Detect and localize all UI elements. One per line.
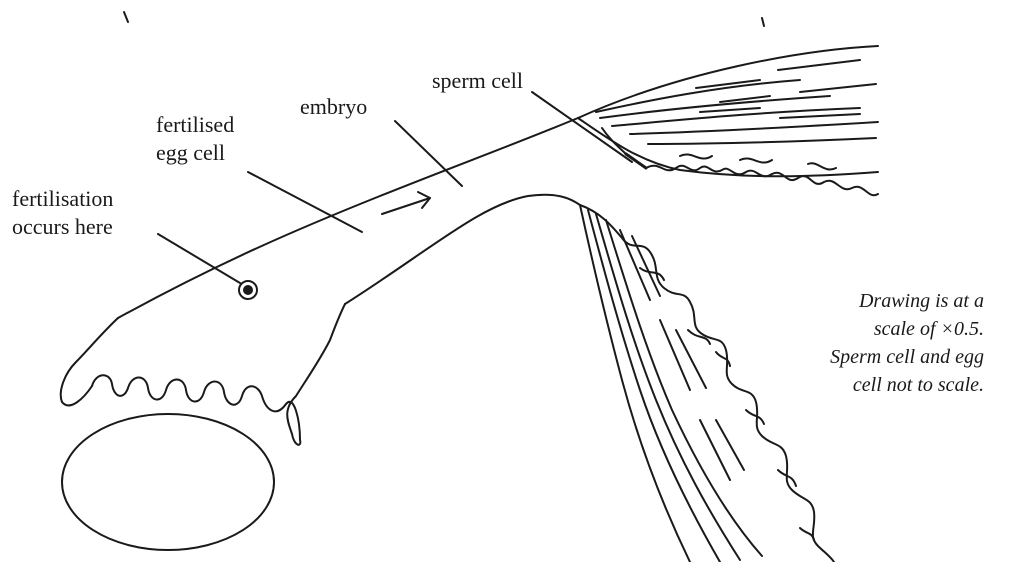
scale-note-line3: Sperm cell and egg [830, 344, 984, 370]
label-sperm-cell: sperm cell [432, 68, 523, 94]
label-fertilisation-line2: occurs here [12, 214, 113, 240]
muscle-fiber [630, 122, 878, 134]
muscle-region-lower-edge [578, 118, 878, 176]
label-embryo: embryo [300, 94, 367, 120]
label-fertilised-egg-line2: egg cell [156, 140, 225, 166]
muscle-fiber [612, 108, 860, 126]
lower-wall-left-edge [580, 205, 690, 562]
top-edge-mark-left [124, 12, 128, 22]
leader-fertilised [248, 172, 362, 232]
lower-wavy-lining [640, 268, 814, 540]
muscle-fiber [600, 96, 830, 118]
tube-end-left [61, 318, 118, 405]
muscle-fiber [648, 138, 876, 144]
fertilisation-egg-inner [244, 286, 252, 294]
sperm-cell [602, 128, 628, 156]
oviduct-lower-wall [345, 195, 580, 304]
label-fertilised-egg-line1: fertilised [156, 112, 234, 138]
label-fertilisation-line1: fertilisation [12, 186, 113, 212]
scale-note-line2: scale of ×0.5. [874, 316, 984, 342]
ovary [62, 414, 274, 550]
top-edge-mark-right [762, 18, 764, 26]
tube-fimbriae [92, 304, 345, 445]
scale-note-line1: Drawing is at a [859, 288, 984, 314]
lower-wall-fiber [596, 214, 740, 560]
scale-note-line4: cell not to scale. [853, 372, 984, 398]
